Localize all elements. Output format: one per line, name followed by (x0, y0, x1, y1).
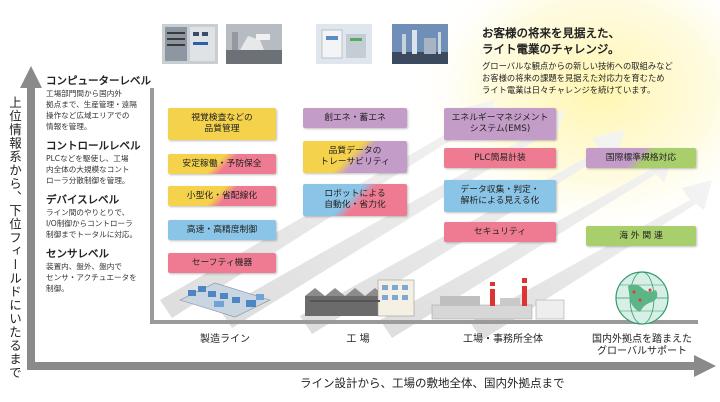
factory-robot-photo (226, 24, 282, 64)
industrial-equipment-photo (316, 24, 372, 64)
level-desc-line: 工場部門間から国内外 (46, 89, 122, 98)
level-desc-line: センサ・アクチュエータを (46, 273, 137, 282)
tag-miniaturization: 小型化・省配線化 (168, 186, 276, 206)
tag-overseas: 海 外 関 連 (586, 226, 696, 246)
level-title: デバイスレベル (46, 194, 120, 206)
tag-plc: PLC簡易計装 (444, 148, 556, 168)
tag-robot-automation: ロボットによる自動化・省力化 (303, 184, 407, 216)
tag-security: セキュリティ (444, 222, 556, 242)
level-device: デバイスレベル ライン間のやりとりで、 I/O制御からコントローラ 制御までトー… (46, 194, 156, 240)
level-title: センサレベル (46, 248, 109, 260)
level-desc: 装置内、盤外、盤内で センサ・アクチュエータを 制御。 (46, 261, 156, 294)
horizontal-axis-label: ライン設計から、工場の敷地全体、国内外拠点まで (300, 376, 565, 390)
level-desc: ライン間のやりとりで、 I/O制御からコントローラ 制御までトータルに対応。 (46, 207, 156, 240)
tag-traceability: 品質データのトレーサビリティ (303, 141, 407, 173)
globe-illustration (615, 271, 669, 325)
tag-energy-saving: 創エネ・蓄エネ (303, 108, 407, 128)
subtext-line: ライト電業は日々チャレンジを続けています。 (482, 85, 656, 95)
vertical-axis (20, 66, 42, 362)
factory-illustration (305, 279, 415, 317)
level-sensor: センサレベル 装置内、盤外、盤内で センサ・アクチュエータを 制御。 (46, 248, 156, 294)
headline-subtext: グローバルな観点からの新しい技術への取組みなど お客様の将来の課題を見据えた対応… (482, 60, 717, 96)
horizontal-axis (27, 355, 716, 377)
level-desc-line: 制御。 (46, 284, 69, 293)
level-desc-line: 内全体の大規模なコント (46, 165, 130, 174)
label-factory-office: 工場・事務所全体 (463, 334, 543, 345)
label-factory: 工 場 (346, 334, 370, 345)
factory-complex-illustration (431, 278, 565, 320)
level-descriptions: コンピューターレベル 工場部門間から国内外 拠点まで、生産管理・遠隔 操作など広… (46, 75, 156, 302)
level-computer: コンピューターレベル 工場部門間から国内外 拠点まで、生産管理・遠隔 操作など広… (46, 75, 156, 132)
subtext-line: グローバルな観点からの新しい技術への取組みなど (482, 61, 673, 71)
level-desc-line: ライン間のやりとりで、 (46, 208, 130, 217)
level-desc-line: 拠点まで、生産管理・遠隔 (46, 100, 137, 109)
level-control: コントロールレベル PLCなどを駆使し、工場 内全体の大規模なコント ローラ分散… (46, 140, 156, 186)
level-desc: 工場部門間から国内外 拠点まで、生産管理・遠隔 操作など広域エリアでの 情報を管… (46, 88, 156, 132)
level-desc-line: PLCなどを駆使し、工場 (46, 154, 129, 163)
tag-safety-devices: セーフティ機器 (168, 253, 276, 273)
level-desc: PLCなどを駆使し、工場 内全体の大規模なコント ローラ分散制御を管理。 (46, 153, 156, 186)
level-desc-line: 装置内、盤外、盤内で (46, 262, 122, 271)
level-title: コントロールレベル (46, 140, 141, 152)
tag-intl-standards: 国際標準規格対応 (586, 148, 696, 168)
level-desc-line: ローラ分散制御を管理。 (46, 176, 130, 185)
tag-high-speed-control: 高速・高精度制御 (168, 220, 276, 240)
label-production-line: 製造ライン (200, 334, 250, 345)
vertical-axis-label: 上位情報系から、下位フィールドにいたるまで (7, 96, 22, 380)
level-desc-line: 情報を管理。 (46, 122, 92, 131)
inner-frame-horizontal (150, 320, 698, 324)
label-global-support: 国内外拠点を踏まえた グローバルサポート (592, 334, 692, 357)
headline-line: お客様の将来を見据えた、 (482, 26, 620, 40)
headline: お客様の将来を見据えた、 ライト電業のチャレンジ。 (482, 25, 620, 57)
tag-stable-operation: 安定稼働・予防保全 (168, 154, 276, 174)
level-desc-line: I/O制御からコントローラ (46, 219, 133, 228)
headline-line: ライト電業のチャレンジ。 (482, 42, 620, 56)
level-title: コンピューターレベル (46, 75, 151, 87)
level-desc-line: 操作など広域エリアでの (46, 111, 130, 120)
subtext-line: お客様の将来の課題を見据えた対応力を育むため (482, 73, 665, 83)
inner-frame-vertical (150, 88, 154, 323)
plant-exterior-photo (392, 24, 448, 64)
level-desc-line: 制御までトータルに対応。 (46, 230, 138, 239)
tag-data-visualization: データ収集・判定・解析による見える化 (444, 180, 556, 212)
control-panel-photo (162, 24, 218, 64)
tag-ems: エネルギーマネジメントシステム(EMS) (444, 108, 556, 140)
production-line-illustration (179, 282, 271, 318)
tag-visual-inspection: 視覚検査などの品質管理 (168, 108, 276, 140)
